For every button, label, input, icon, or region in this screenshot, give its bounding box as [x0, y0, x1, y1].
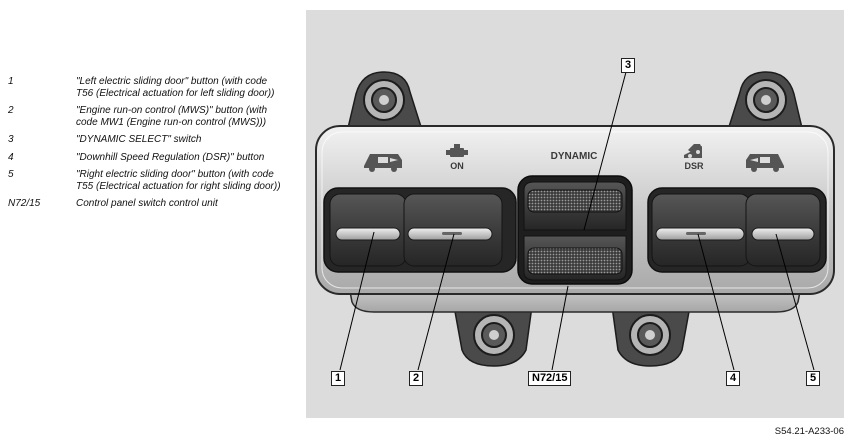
mounting-lugs-bottom — [453, 305, 691, 367]
leader-lines — [339, 71, 815, 371]
legend-list: 1 "Left electric sliding door" button (w… — [8, 76, 298, 216]
right-sliding-door-button[interactable] — [745, 193, 821, 267]
callout-1: 1 — [331, 371, 346, 386]
legend-text: "Right electric sliding door" button (wi… — [76, 169, 281, 192]
dsr-button[interactable] — [651, 193, 751, 267]
control-panel-figure: ON DYNAMIC DSR — [306, 10, 844, 418]
legend-item-5: 5 "Right electric sliding door" button (… — [8, 169, 298, 192]
dynamic-select-switch[interactable] — [517, 175, 633, 285]
figure-id: S54.21-A233-06 — [774, 426, 844, 437]
engine-icon — [446, 144, 468, 157]
dynamic-label: DYNAMIC — [551, 151, 598, 162]
legend-key: 3 — [8, 134, 14, 145]
dsr-label: DSR — [684, 161, 704, 171]
legend-text: "Downhill Speed Regulation (DSR)" button — [76, 151, 265, 163]
legend-item-2: 2 "Engine run-on control (MWS)" button (… — [8, 105, 298, 128]
legend-key: 5 — [8, 169, 14, 180]
mounting-lugs-top — [347, 71, 803, 131]
control-panel-drawing: ON DYNAMIC DSR — [315, 71, 835, 371]
callout-3: 3 — [621, 58, 636, 73]
legend-text: "Engine run-on control (MWS)" button (wi… — [76, 105, 268, 128]
callout-5: 5 — [806, 371, 821, 386]
callout-4: 4 — [726, 371, 741, 386]
callout-n72-15: N72/15 — [528, 371, 572, 386]
engine-run-on-button[interactable] — [403, 193, 503, 267]
legend-key: 4 — [8, 151, 14, 163]
legend-item-n72-15: N72/15 Control panel switch control unit — [8, 198, 298, 210]
legend-text: Control panel switch control unit — [76, 198, 218, 209]
legend-text: "Left electric sliding door" button (wit… — [76, 76, 275, 99]
legend-key: 1 — [8, 76, 14, 87]
dsr-hill-descent-icon — [684, 144, 702, 158]
engine-on-label: ON — [450, 161, 464, 171]
legend-item-1: 1 "Left electric sliding door" button (w… — [8, 76, 298, 99]
legend-text: "DYNAMIC SELECT" switch — [76, 134, 202, 145]
legend-key: N72/15 — [8, 198, 41, 209]
legend-item-3: 3 "DYNAMIC SELECT" switch — [8, 134, 298, 146]
legend-key: 2 — [8, 105, 14, 116]
callout-2: 2 — [409, 371, 424, 386]
left-van-sliding-door-icon — [364, 154, 402, 172]
legend-item-4: 4 "Downhill Speed Regulation (DSR)" butt… — [8, 152, 298, 164]
left-sliding-door-button[interactable] — [329, 193, 407, 267]
right-van-sliding-door-icon — [746, 154, 784, 172]
